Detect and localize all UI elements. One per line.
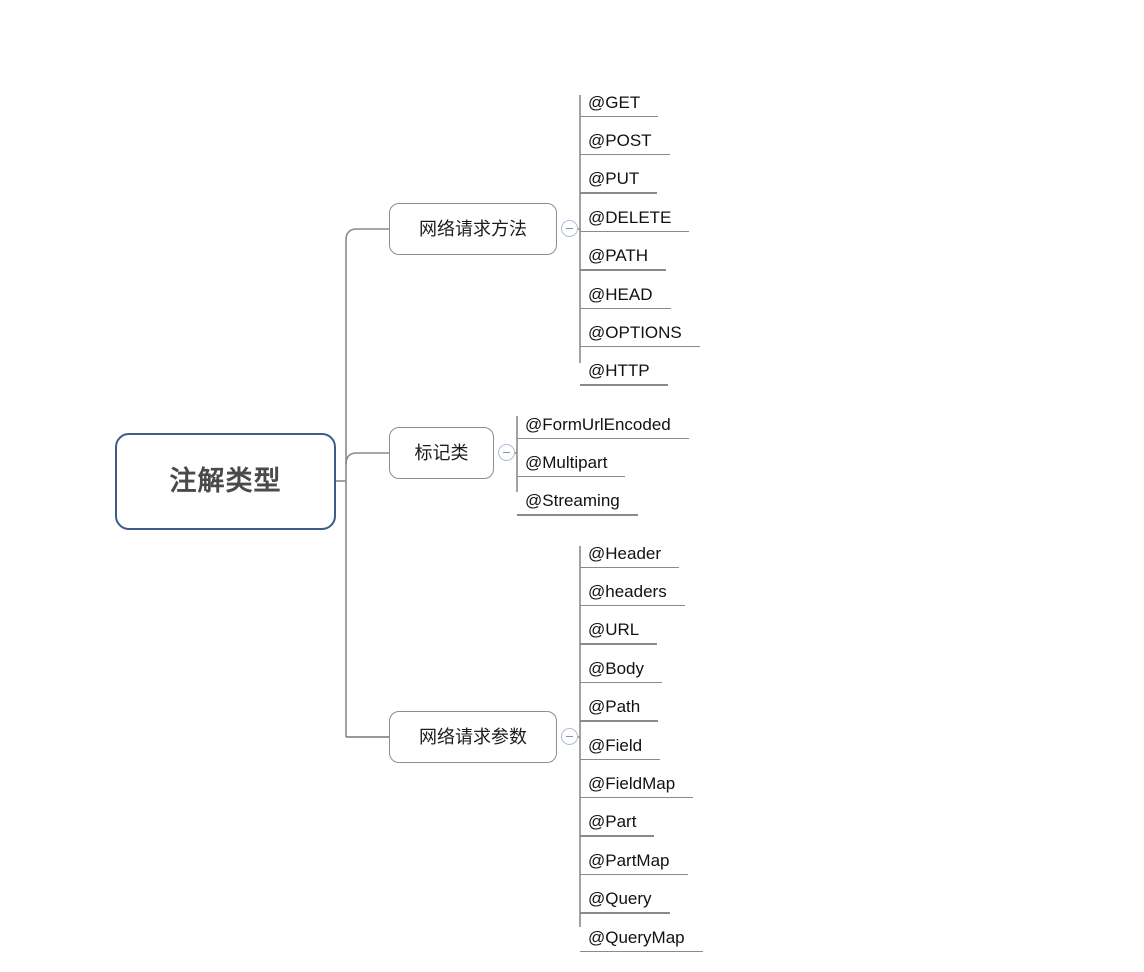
- leaf-item[interactable]: @GET: [580, 87, 658, 117]
- leaf-item[interactable]: @PUT: [580, 164, 657, 194]
- leaf-item-label: @DELETE: [588, 207, 672, 227]
- leaf-item-underline: [580, 154, 670, 156]
- leaf-item-underline: [580, 269, 666, 271]
- leaf-item-label: @HTTP: [588, 361, 650, 381]
- collapse-minus-circle-icon[interactable]: [561, 728, 578, 745]
- leaf-item-label: @Field: [588, 735, 643, 755]
- minus-icon: [503, 451, 510, 454]
- leaf-item-label: @Part: [588, 812, 637, 832]
- leaf-item-underline: [580, 950, 703, 952]
- leaf-item-label: @PUT: [588, 169, 640, 189]
- leaf-item[interactable]: @Part: [580, 807, 654, 837]
- leaf-item-label: @Multipart: [525, 452, 608, 472]
- leaf-item-underline: [580, 681, 662, 684]
- leaf-item-underline: [580, 115, 658, 117]
- leaf-item-underline: [580, 835, 654, 837]
- leaf-item[interactable]: @PartMap: [580, 845, 688, 876]
- leaf-item-underline: [580, 192, 657, 194]
- minus-icon: [566, 227, 573, 230]
- leaf-item[interactable]: @FieldMap: [580, 768, 693, 799]
- leaf-item[interactable]: @Query: [580, 884, 670, 914]
- leaf-item-underline: [517, 476, 625, 478]
- leaf-item[interactable]: @HTTP: [580, 356, 668, 386]
- leaf-item[interactable]: @QueryMap: [580, 922, 703, 952]
- leaf-item-label: @headers: [588, 581, 667, 601]
- leaf-item[interactable]: @HEAD: [580, 279, 671, 309]
- branch-node-marker[interactable]: 标记类: [389, 427, 494, 479]
- leaf-item[interactable]: @POST: [580, 125, 670, 156]
- leaf-item[interactable]: @DELETE: [580, 202, 689, 233]
- leaf-item[interactable]: @Streaming: [517, 486, 638, 516]
- leaf-item-label: @HEAD: [588, 284, 653, 304]
- leaf-item-underline: [580, 307, 671, 309]
- branch-node-network-request-params[interactable]: 网络请求参数: [389, 711, 557, 763]
- collapse-minus-circle-icon[interactable]: [498, 444, 515, 461]
- leaf-item[interactable]: @OPTIONS: [580, 317, 700, 348]
- leaf-item-underline: [580, 912, 670, 914]
- leaf-item-underline: [580, 605, 685, 607]
- branch-node-label: 网络请求参数: [419, 727, 527, 747]
- leaf-item-label: @OPTIONS: [588, 322, 682, 342]
- root-node-label: 注解类型: [169, 466, 282, 496]
- leaf-item-underline: [580, 230, 689, 233]
- leaf-item-underline: [580, 873, 688, 876]
- leaf-item-underline: [580, 566, 679, 568]
- leaf-item[interactable]: @Field: [580, 730, 660, 760]
- leaf-item-label: @Streaming: [525, 491, 620, 511]
- leaf-item-underline: [580, 346, 700, 348]
- leaf-item[interactable]: @PATH: [580, 241, 666, 271]
- leaf-item[interactable]: @FormUrlEncoded: [517, 409, 689, 439]
- leaf-item-label: @Header: [588, 543, 662, 563]
- leaf-item-label: @Body: [588, 658, 645, 678]
- leaf-item-label: @POST: [588, 130, 652, 150]
- leaf-item-underline: [580, 797, 693, 799]
- branch-node-label: 标记类: [414, 443, 469, 463]
- collapse-minus-circle-icon[interactable]: [561, 220, 578, 237]
- leaf-item-label: @GET: [588, 92, 641, 112]
- leaf-item-label: @URL: [588, 620, 640, 640]
- leaf-item[interactable]: @Body: [580, 653, 662, 684]
- leaf-item-label: @Query: [588, 889, 652, 909]
- leaf-item-underline: [517, 514, 638, 516]
- leaf-item-label: @PartMap: [588, 850, 670, 870]
- leaf-item-underline: [517, 437, 689, 439]
- leaf-item-label: @FieldMap: [588, 773, 676, 793]
- leaf-item-underline: [580, 643, 657, 645]
- leaf-item-label: @QueryMap: [588, 927, 685, 947]
- minus-icon: [566, 735, 573, 738]
- leaf-item-label: @FormUrlEncoded: [525, 414, 671, 434]
- leaf-item-underline: [580, 758, 660, 760]
- branch-node-network-request-method[interactable]: 网络请求方法: [389, 203, 557, 255]
- leaf-item[interactable]: @Header: [580, 538, 679, 568]
- root-node[interactable]: 注解类型: [115, 433, 336, 530]
- leaf-item-label: @PATH: [588, 246, 649, 266]
- leaf-item[interactable]: @headers: [580, 576, 685, 607]
- branch-node-label: 网络请求方法: [419, 219, 527, 239]
- leaf-item[interactable]: @Multipart: [517, 447, 625, 478]
- leaf-item-underline: [580, 384, 668, 386]
- leaf-item-underline: [580, 720, 658, 722]
- leaf-item-label: @Path: [588, 697, 641, 717]
- leaf-item[interactable]: @URL: [580, 615, 657, 645]
- leaf-item[interactable]: @Path: [580, 692, 658, 722]
